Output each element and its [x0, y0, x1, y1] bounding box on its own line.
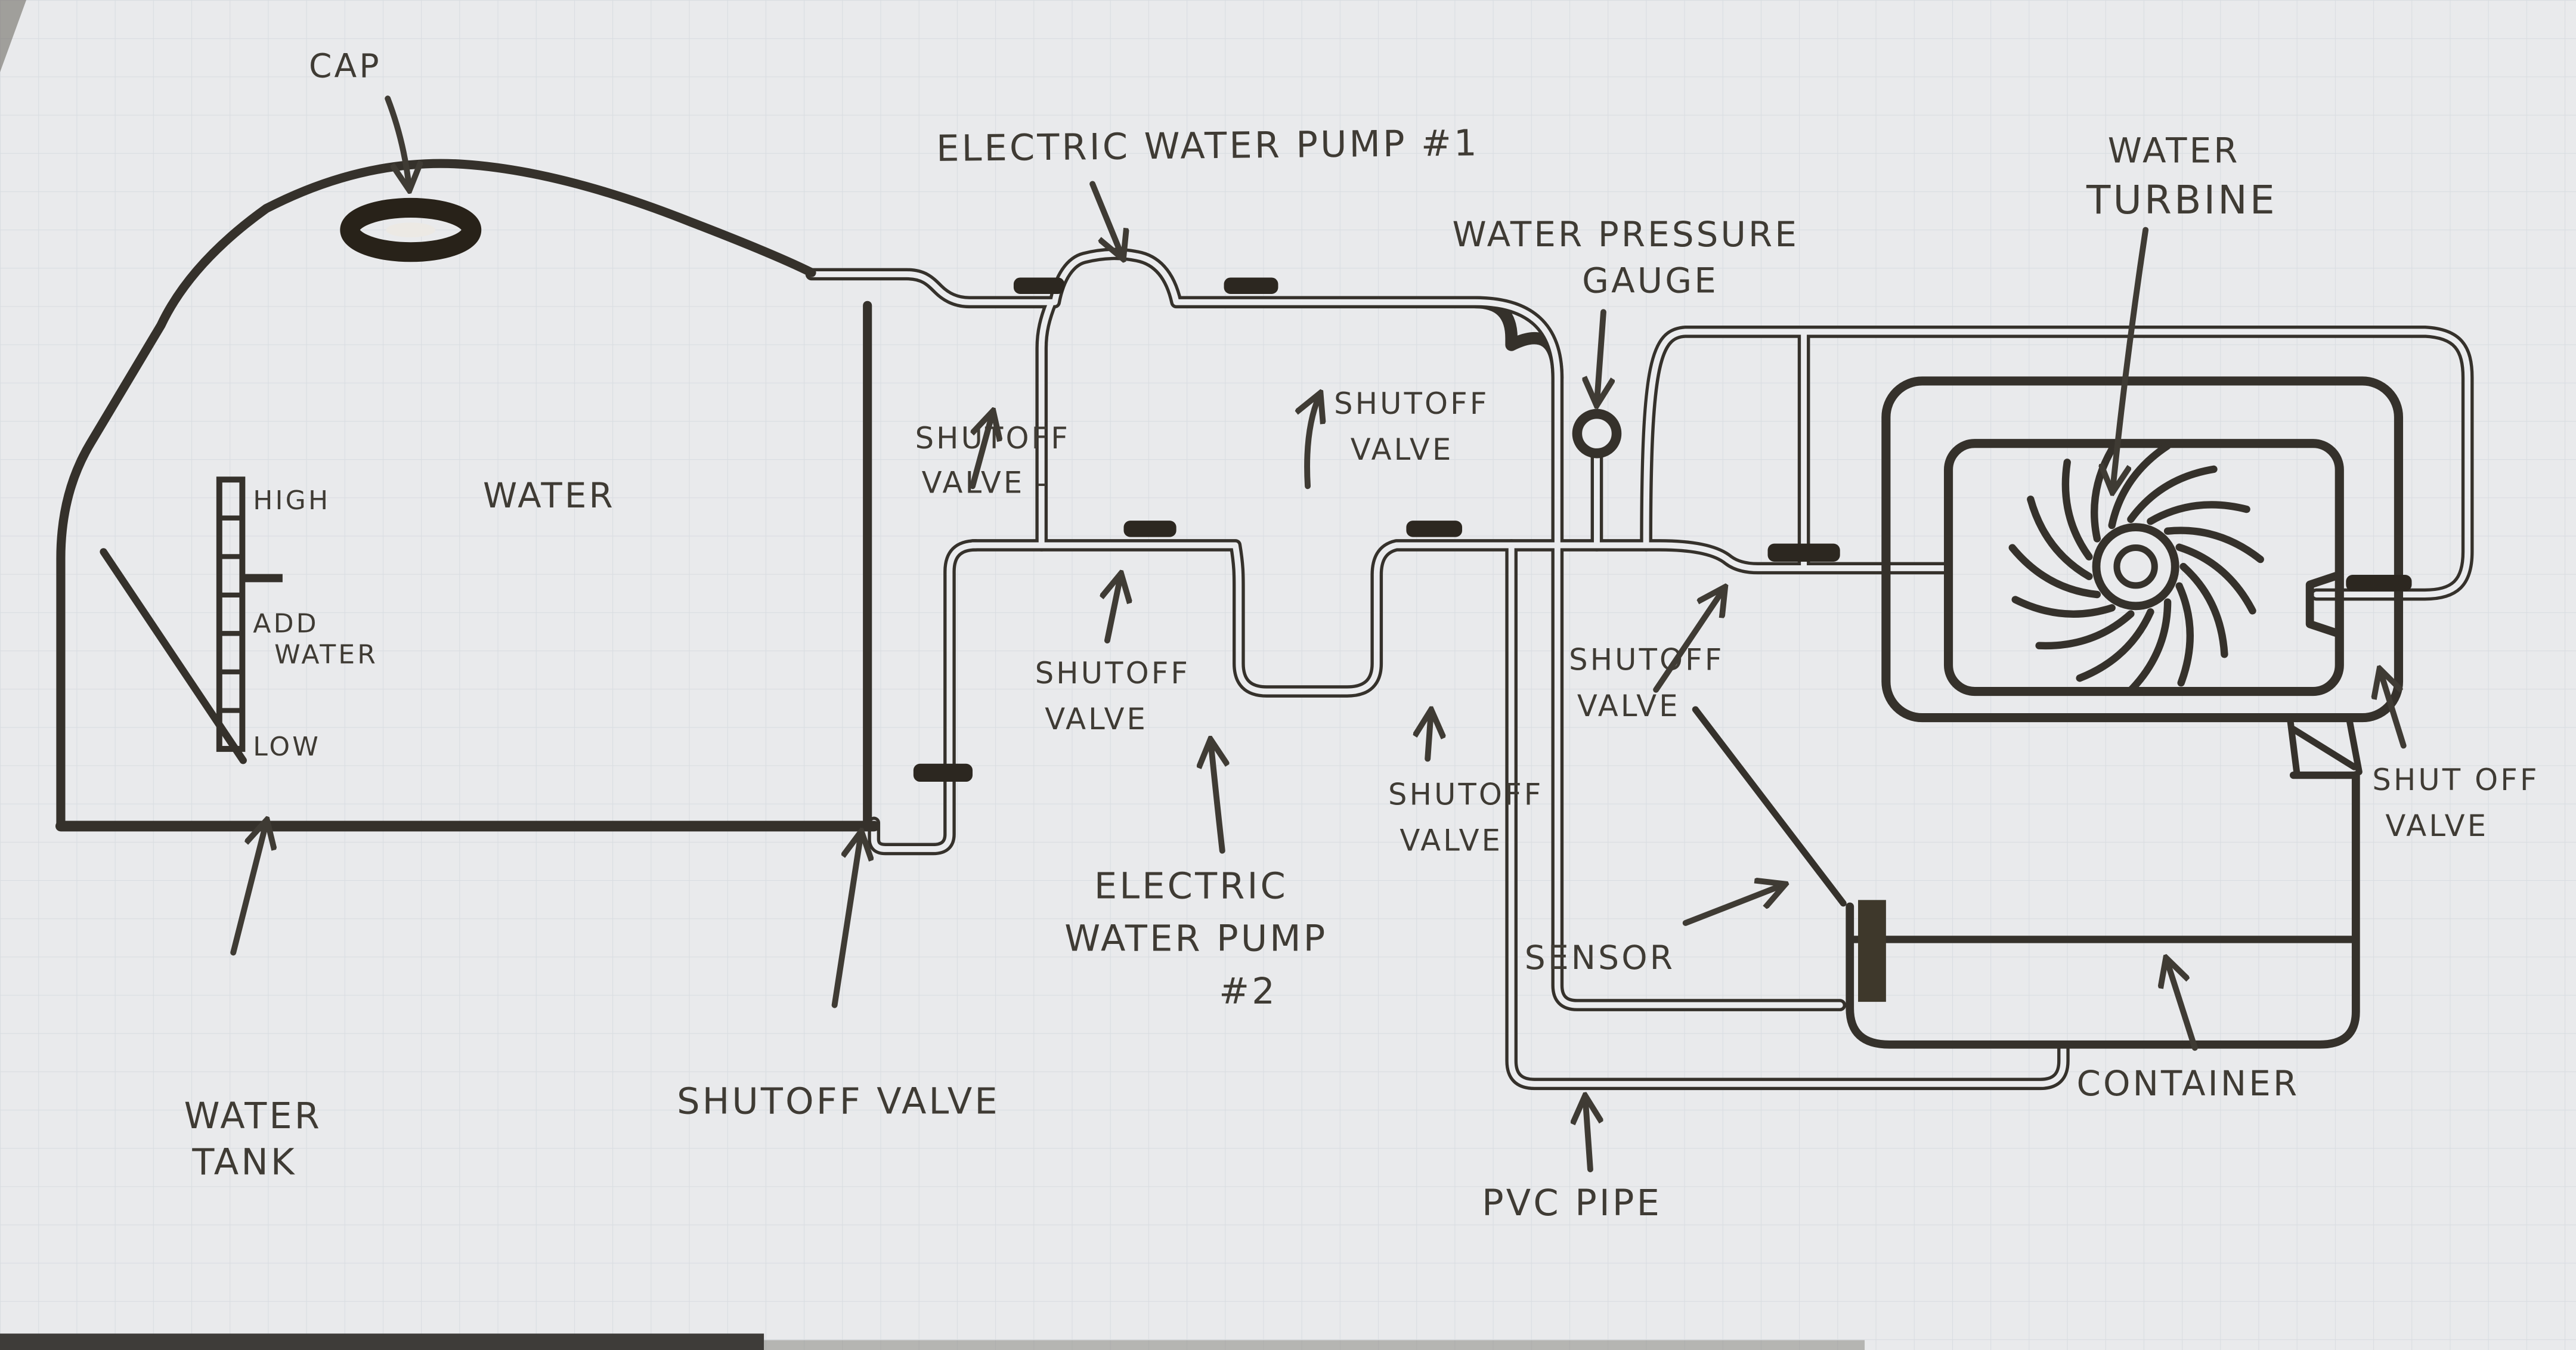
- label-tank-water: WATER: [483, 475, 615, 516]
- label-shutoff-e-1: SHUTOFF: [1569, 643, 1724, 677]
- label-shutoff-e-2: VALVE: [1577, 689, 1680, 723]
- fan-hub-inner: [2113, 544, 2158, 589]
- label-pvc-pipe: PVC PIPE: [1482, 1182, 1662, 1224]
- label-pump2-2: WATER PUMP: [1064, 918, 1327, 960]
- fan-blade: [2076, 608, 2154, 682]
- turbine-support: [2287, 716, 2363, 776]
- tank-outline: [56, 159, 816, 831]
- turbine-outer-housing: [1881, 376, 2404, 723]
- turbine-fan-icon: [2008, 439, 2264, 695]
- turbine-arrow: [2113, 227, 2149, 490]
- valve-icon-pump2-right: [1406, 521, 1463, 537]
- water-tank-arrow: [230, 823, 266, 956]
- pump2-arrow: [1211, 742, 1222, 854]
- label-pump2-3: #2: [1219, 971, 1277, 1012]
- label-sensor: SENSOR: [1525, 939, 1675, 977]
- pipe-cores: [809, 250, 2471, 1087]
- cap-icon: [340, 197, 482, 262]
- valve-icon-pump2-left: [1123, 521, 1176, 537]
- support-strut: [1692, 706, 1847, 907]
- valve-c-arrow: [1107, 577, 1120, 644]
- valve-b-arrow: [1307, 396, 1319, 490]
- valve-a-arrow: [970, 414, 992, 490]
- cap-arrow: [385, 95, 409, 187]
- label-level-low: LOW: [253, 732, 321, 762]
- fan-blade: [2091, 439, 2119, 543]
- valve-e-arrow: [1653, 590, 1723, 693]
- fan-blade: [2175, 543, 2256, 615]
- fan-blade: [2179, 563, 2228, 658]
- container: [1692, 706, 2363, 1049]
- pressure-gauge-icon: [1572, 408, 1622, 459]
- valve-icon-turbine-right: [2346, 574, 2412, 592]
- photo-edge-artifacts: [0, 0, 1865, 1350]
- valve-icon-tank-outlet: [913, 763, 973, 782]
- label-level-high: HIGH: [253, 485, 330, 516]
- fan-blade: [2127, 465, 2218, 524]
- label-shutoff-f-1: SHUT OFF: [2372, 763, 2539, 797]
- label-shutoff-d-1: SHUTOFF: [1388, 778, 1543, 812]
- label-shutoff-d-2: VALVE: [1400, 823, 1503, 858]
- valve-icon-turbine-inlet: [1767, 543, 1840, 562]
- label-container: CONTAINER: [2076, 1063, 2299, 1104]
- turbine-chamber: [1943, 439, 2344, 696]
- label-turbine-2: TURBINE: [2086, 177, 2277, 223]
- label-shutoff-b-1: SHUTOFF: [1334, 386, 1489, 421]
- valve-f-arrow: [2380, 671, 2407, 749]
- label-water-tank-1: WATER: [184, 1095, 322, 1137]
- valve-icon-run-a-right: [1224, 277, 1278, 295]
- label-shutoff-f-2: VALVE: [2385, 809, 2488, 843]
- label-pump2-1: ELECTRIC: [1094, 866, 1288, 908]
- sensor-arrow: [1682, 885, 1783, 926]
- fan-blade: [2061, 459, 2093, 561]
- container-arrow: [2167, 961, 2198, 1051]
- fan-blade: [2147, 501, 2250, 525]
- label-level-add: ADD: [253, 608, 318, 639]
- shutoff-valves: [913, 277, 2412, 782]
- label-shutoff-c-1: SHUTOFF: [1035, 656, 1190, 691]
- water-level-gauge: [216, 476, 283, 752]
- label-level-add-water: WATER: [274, 640, 378, 670]
- fan-blade: [2035, 610, 2135, 650]
- fan-blade: [2126, 598, 2172, 695]
- gauge-arrow: [1597, 309, 1603, 402]
- fan-blade: [2011, 596, 2116, 618]
- container-outline: [1846, 771, 2360, 1049]
- label-turbine-1: WATER: [2108, 131, 2240, 171]
- pvc-arrow: [1586, 1099, 1590, 1172]
- pump1-arrow: [1089, 181, 1122, 256]
- label-shutoff-b-2: VALVE: [1351, 432, 1454, 467]
- cap-opening: [386, 222, 436, 237]
- valve-d-arrow: [1428, 713, 1431, 762]
- water-turbine: [1881, 376, 2404, 723]
- annotation-arrows: [230, 95, 2407, 1172]
- water-tank: [55, 159, 880, 832]
- sensor-icon: [1858, 900, 1886, 1002]
- outlet-valve-arrow: [831, 834, 861, 1008]
- label-pressure-gauge-2: GAUGE: [1582, 260, 1719, 301]
- label-shutoff-c-2: VALVE: [1045, 702, 1148, 736]
- label-pump1: ELECTRIC WATER PUMP #1: [936, 122, 1479, 170]
- label-cap: CAP: [309, 47, 382, 85]
- label-shutoff-a-2: VALVE -: [922, 465, 1050, 500]
- fan-blade: [2175, 582, 2194, 687]
- turbine-outlet-nub: [2305, 571, 2344, 639]
- label-shutoff-a-1: SHUTOFF: [915, 421, 1070, 456]
- fan-blade: [2163, 527, 2264, 563]
- fan-blade: [2027, 496, 2093, 580]
- valve-icon-run-a-left: [1013, 277, 1065, 295]
- label-pressure-gauge-1: WATER PRESSURE: [1453, 214, 1799, 255]
- labels-layer: CAP ELECTRIC WATER PUMP #1 WATER PRESSUR…: [184, 47, 2539, 1224]
- fan-blade: [2008, 544, 2101, 599]
- label-shutoff-outlet: SHUTOFF VALVE: [677, 1080, 1000, 1122]
- label-water-tank-2: TANK: [191, 1141, 296, 1183]
